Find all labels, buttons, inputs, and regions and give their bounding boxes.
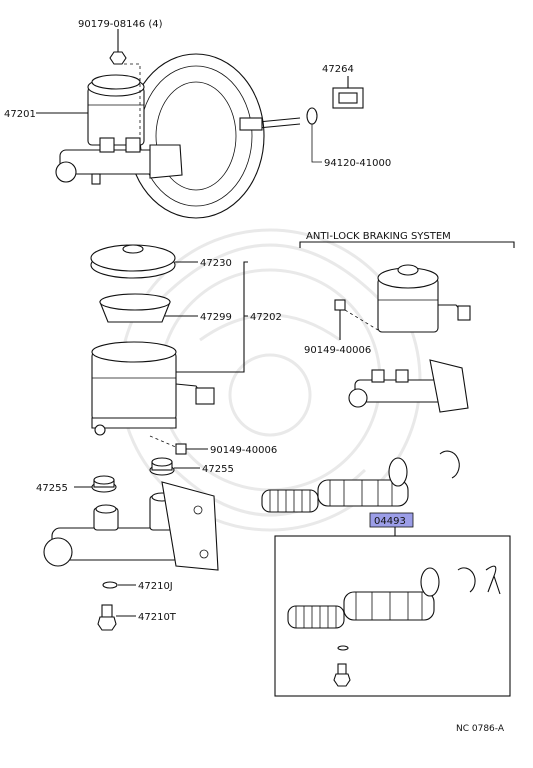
reservoir-part <box>91 261 248 436</box>
label-reservoir-bolt: 90149-40006 <box>210 445 277 456</box>
union-bolt-part <box>97 604 136 631</box>
grommet-left-part <box>74 475 117 493</box>
label-kit: 04493 <box>374 516 406 527</box>
reservoir-bolt-part <box>149 435 208 455</box>
label-abs-bolt: 90149-40006 <box>304 345 371 356</box>
piston-assembly-loose <box>261 450 460 513</box>
label-pin: 94120-41000 <box>324 158 391 169</box>
label-grommet-right: 47255 <box>202 464 234 475</box>
label-clip: 47264 <box>322 64 354 75</box>
label-master-cylinder-assy: 47201 <box>4 109 36 120</box>
abs-section-title: ANTI-LOCK BRAKING SYSTEM <box>306 231 451 242</box>
label-cap: 47230 <box>200 258 232 269</box>
label-strainer: 47299 <box>200 312 232 323</box>
kit-label-highlight <box>369 512 414 528</box>
label-gasket: 47210J <box>138 581 173 592</box>
label-union-bolt: 47210T <box>138 612 177 623</box>
gasket-part <box>102 581 136 589</box>
brake-booster <box>127 53 301 219</box>
pin-part <box>306 107 322 163</box>
label-grommet-left: 47255 <box>36 483 68 494</box>
master-cylinder-assy-upper <box>55 74 183 185</box>
diagram-code: NC 0786-A <box>456 724 505 734</box>
cap-part <box>90 244 198 279</box>
repair-kit-box <box>274 526 511 697</box>
master-cylinder-body <box>43 481 219 571</box>
label-nut: 90179-08146 (4) <box>78 19 163 30</box>
grommet-right-part <box>149 457 200 476</box>
clip-part <box>332 76 364 109</box>
nut-part <box>109 32 141 145</box>
label-reservoir: 47202 <box>250 312 282 323</box>
strainer-part <box>99 293 198 323</box>
abs-section <box>299 241 515 413</box>
